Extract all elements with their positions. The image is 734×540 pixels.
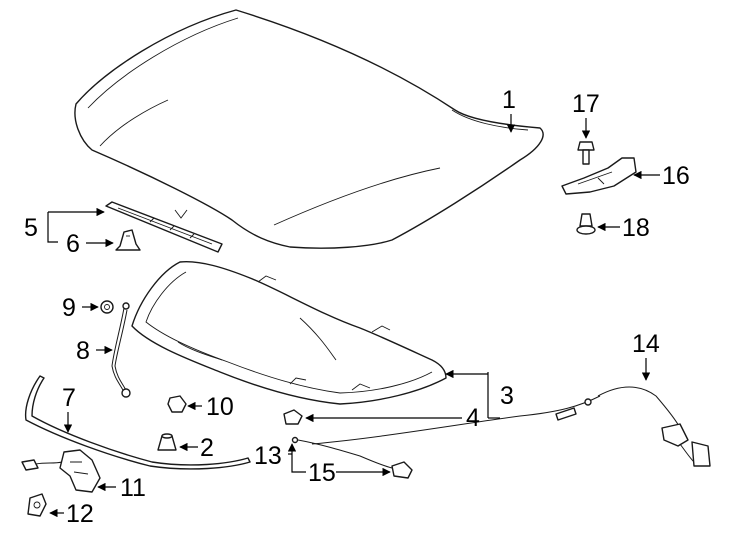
hood-panel [74, 9, 544, 249]
leader-lines [47, 114, 660, 518]
callout-3: 3 [500, 382, 514, 410]
callout-8: 8 [76, 337, 90, 365]
grommet [100, 300, 114, 314]
hinge-nut [576, 213, 596, 235]
callout-2: 2 [200, 434, 214, 462]
callout-18: 18 [622, 214, 650, 242]
callout-14: 14 [632, 330, 660, 358]
callout-10: 10 [206, 393, 234, 421]
hood-bumper [157, 433, 177, 451]
callout-5: 5 [24, 214, 38, 242]
callout-9: 9 [62, 294, 76, 322]
prop-rod-holder [167, 395, 187, 413]
callout-13: 13 [254, 442, 282, 470]
callout-7: 7 [62, 384, 76, 412]
prop-rod [111, 302, 131, 398]
callout-labels: 1 2 3 4 5 6 7 8 9 10 11 12 13 14 15 16 1… [24, 86, 690, 528]
callout-1: 1 [502, 86, 516, 114]
hinge-bolt [577, 141, 595, 165]
hood-seal-strip [105, 201, 223, 253]
callout-17: 17 [572, 90, 600, 118]
callout-6: 6 [66, 230, 80, 258]
release-cable [311, 386, 711, 467]
seal-clip [115, 229, 141, 251]
callout-16: 16 [662, 162, 690, 190]
hood-latch [21, 449, 101, 493]
hood-hinge [561, 157, 637, 195]
front-seal [24, 375, 251, 470]
callout-11: 11 [120, 474, 146, 502]
callout-12: 12 [66, 500, 94, 528]
hood-inner-panel [131, 260, 447, 405]
callout-4: 4 [466, 404, 480, 432]
cable-clip [283, 409, 303, 425]
latch-bolt [27, 493, 47, 517]
callout-15: 15 [308, 459, 336, 487]
